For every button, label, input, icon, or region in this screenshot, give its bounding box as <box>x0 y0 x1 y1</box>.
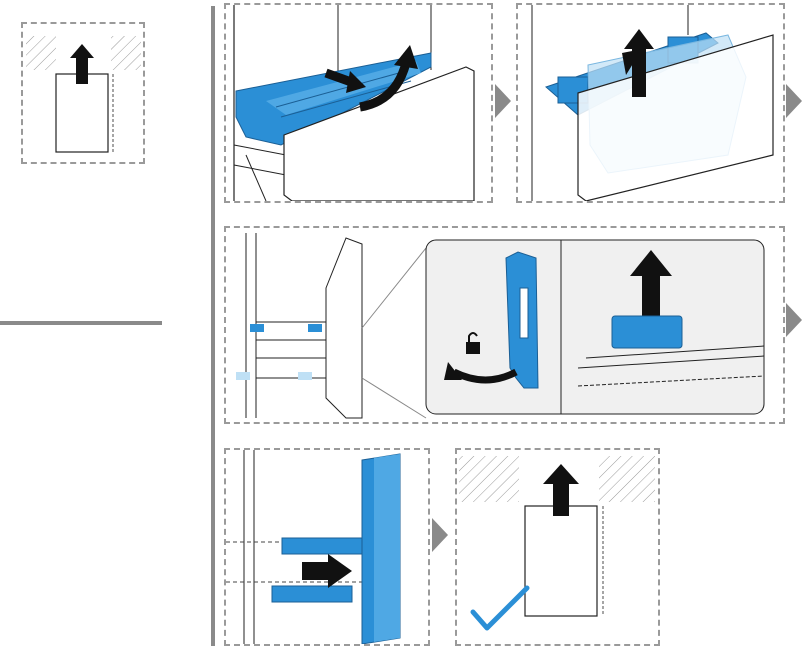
door-panel-right <box>577 34 774 201</box>
latch-marker-bottom-left <box>236 372 250 380</box>
arrow-up-icon <box>622 29 654 97</box>
step-lift-drawer <box>516 3 785 203</box>
arrow-right-icon <box>302 554 352 588</box>
step-release-latch-diagram <box>236 233 765 419</box>
step-release-latch <box>224 226 785 424</box>
next-step-chevron-icon <box>432 518 448 552</box>
main-divider <box>211 6 215 646</box>
door-panel <box>283 66 475 201</box>
drawer-outline <box>524 505 598 617</box>
curved-arrow-icon <box>324 45 418 112</box>
step-slide-rail <box>224 448 430 646</box>
checkmark-icon <box>470 585 530 631</box>
latch-marker-top-left <box>250 324 264 332</box>
overview-panel <box>21 22 145 164</box>
side-divider <box>0 321 162 325</box>
next-step-chevron-icon <box>495 84 511 118</box>
arrow-up-icon <box>70 44 94 84</box>
next-step-chevron-icon <box>786 303 802 337</box>
overview-diagram <box>26 36 141 153</box>
step-remove-shelf <box>224 3 493 203</box>
step-complete-diagram <box>459 456 655 631</box>
rail-upper-blue <box>281 537 367 555</box>
door-panel-blue <box>361 453 401 644</box>
step-complete <box>455 448 660 646</box>
hatched-surface-left <box>459 456 519 502</box>
hatched-surface-right <box>599 456 655 502</box>
unlock-icon <box>466 332 480 354</box>
latch-marker-top-right <box>308 324 322 332</box>
latch-clip-blue <box>505 251 539 389</box>
curved-arrow-icon <box>444 362 518 384</box>
step-remove-shelf-diagram <box>233 5 475 201</box>
arrow-up-icon <box>630 250 672 316</box>
next-step-chevron-icon <box>786 84 802 118</box>
arrow-up-icon <box>543 464 579 516</box>
hatched-surface-left <box>26 36 56 70</box>
hatched-surface-right <box>111 36 141 70</box>
drawer-outline <box>55 73 109 153</box>
latch-block-blue <box>611 315 683 349</box>
zoom-callout <box>425 239 765 415</box>
latch-marker-bottom-right <box>298 372 312 380</box>
step-slide-rail-diagram <box>226 450 401 644</box>
rail-lower-blue <box>271 585 353 603</box>
step-lift-drawer-diagram <box>531 5 774 201</box>
